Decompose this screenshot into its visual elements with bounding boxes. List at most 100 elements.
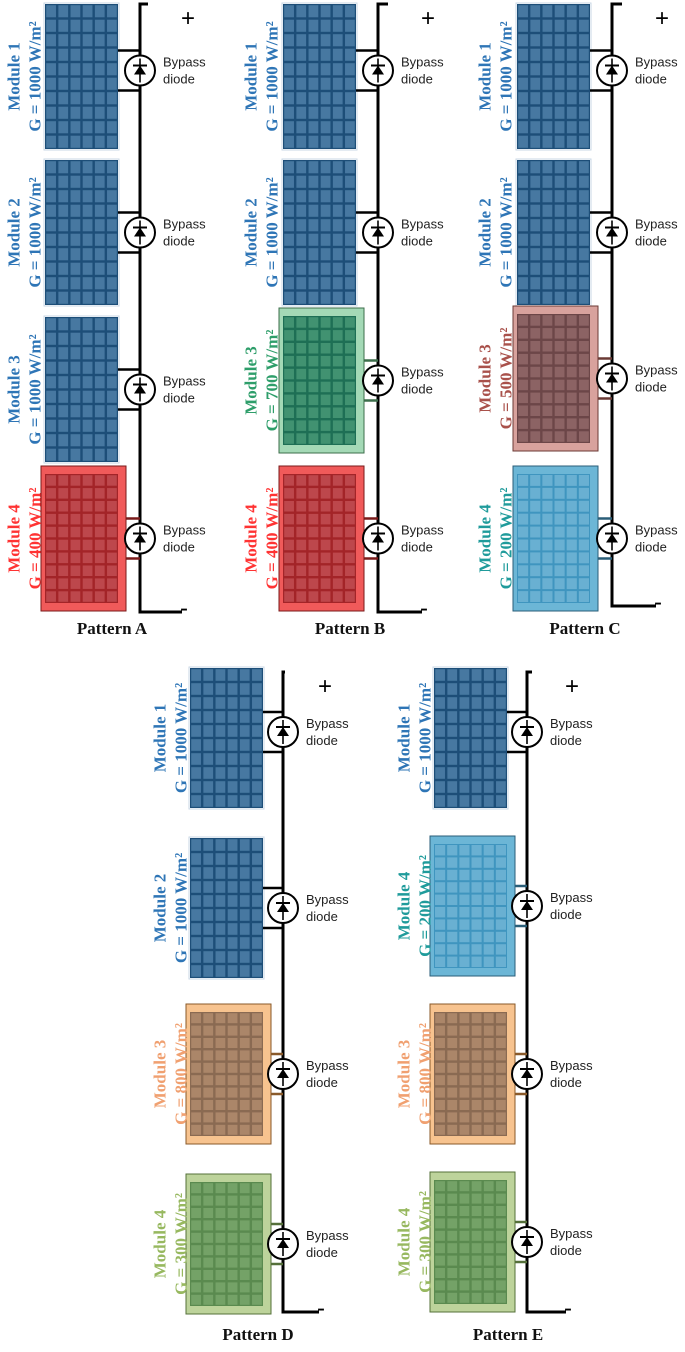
- irradiance-value: G = 1000 W/m²: [416, 683, 435, 793]
- bypass-diode-icon: [362, 54, 394, 87]
- irradiance-value: G = 1000 W/m²: [172, 853, 191, 963]
- bypass-diode-label: diode: [401, 234, 433, 249]
- module-name: Module 4: [395, 1207, 414, 1276]
- bypass-diode-icon: [124, 216, 156, 249]
- bypass-diode-label: Bypass: [401, 365, 444, 380]
- bypass-diode-label: Bypass: [550, 1226, 593, 1241]
- negative-terminal: -: [654, 589, 662, 616]
- irradiance-value: G = 1000 W/m²: [263, 21, 282, 131]
- positive-terminal: +: [565, 673, 579, 700]
- module-name: Module 4: [242, 504, 261, 573]
- irradiance-value: G = 300 W/m²: [172, 1193, 191, 1295]
- irradiance-value: G = 400 W/m²: [263, 488, 282, 590]
- bypass-diode-icon: [362, 364, 394, 397]
- bypass-diode-icon: [511, 1226, 543, 1258]
- bypass-diode-icon: [511, 716, 543, 748]
- module-name: Module 3: [151, 1040, 170, 1108]
- bypass-diode-icon: [511, 890, 543, 922]
- negative-terminal: -: [564, 1295, 572, 1322]
- module-name: Module 2: [5, 198, 24, 266]
- bypass-diode-label: Bypass: [163, 523, 206, 538]
- bypass-diode-label: Bypass: [401, 55, 444, 70]
- bypass-diode-icon: [362, 216, 394, 249]
- module-name: Module 3: [5, 355, 24, 423]
- irradiance-value: G = 300 W/m²: [416, 1191, 435, 1293]
- bypass-diode-label: Bypass: [163, 217, 206, 232]
- pattern-caption: Pattern A: [77, 619, 148, 638]
- bypass-diode-label: diode: [550, 733, 582, 748]
- irradiance-value: G = 200 W/m²: [416, 855, 435, 957]
- negative-terminal: -: [317, 1295, 325, 1322]
- pattern-caption: Pattern C: [549, 619, 620, 638]
- bypass-diode-icon: [124, 54, 156, 87]
- bypass-diode-label: Bypass: [550, 1058, 593, 1073]
- module-name: Module 1: [151, 704, 170, 772]
- bypass-diode-icon: [267, 892, 299, 924]
- string-wire: [610, 2, 656, 608]
- bypass-diode-label: diode: [635, 72, 667, 87]
- bypass-diode-icon: [596, 216, 628, 249]
- bypass-diode-label: diode: [163, 72, 195, 87]
- bypass-diode-label: diode: [550, 907, 582, 922]
- bypass-diode-label: diode: [163, 391, 195, 406]
- bypass-diode-label: Bypass: [635, 363, 678, 378]
- bypass-diode-label: diode: [306, 1075, 338, 1090]
- positive-terminal: +: [318, 673, 332, 700]
- module-name: Module 2: [476, 198, 495, 266]
- irradiance-value: G = 700 W/m²: [263, 330, 282, 432]
- bypass-diode-label: diode: [306, 909, 338, 924]
- string-wire: [281, 670, 319, 1314]
- irradiance-value: G = 400 W/m²: [26, 488, 45, 590]
- bypass-diode-label: Bypass: [401, 523, 444, 538]
- module-name: Module 3: [476, 344, 495, 412]
- bypass-diode-label: diode: [306, 733, 338, 748]
- bypass-diode-label: Bypass: [306, 716, 349, 731]
- string-wire: [138, 2, 182, 614]
- irradiance-value: G = 1000 W/m²: [263, 177, 282, 287]
- negative-terminal: -: [420, 595, 428, 622]
- module-name: Module 1: [5, 42, 24, 110]
- bypass-diode-label: Bypass: [163, 55, 206, 70]
- bypass-diode-label: diode: [550, 1243, 582, 1258]
- positive-terminal: +: [181, 5, 195, 32]
- irradiance-value: G = 1000 W/m²: [26, 21, 45, 131]
- bypass-diode-label: Bypass: [635, 55, 678, 70]
- bypass-diode-label: diode: [550, 1075, 582, 1090]
- irradiance-value: G = 200 W/m²: [497, 488, 516, 590]
- irradiance-value: G = 1000 W/m²: [172, 683, 191, 793]
- bypass-diode-label: diode: [306, 1245, 338, 1260]
- bypass-diode-icon: [124, 373, 156, 406]
